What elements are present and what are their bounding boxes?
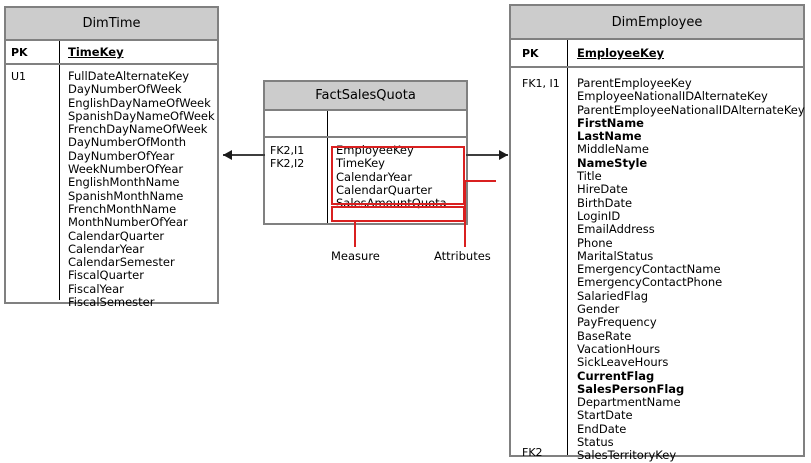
attribute-item: EmailAddress xyxy=(577,222,655,237)
attribute-item: StartDate xyxy=(577,408,633,423)
measure-leader-line xyxy=(354,222,356,247)
tag-list-dim-time: U1 xyxy=(11,70,59,83)
attribute-item: Gender xyxy=(577,302,620,317)
attribute-item: SpanishMonthName xyxy=(68,188,184,203)
relationship-arrow-time xyxy=(223,150,232,160)
attribute-item: FiscalQuarter xyxy=(68,268,144,283)
attribute-item: MonthNumberOfYear xyxy=(68,215,188,230)
key-tag-cell-dim-employee: PK xyxy=(511,40,568,66)
attributes-leader-vertical xyxy=(464,180,466,247)
attribute-item: CalendarSemester xyxy=(68,255,175,270)
entity-dim-time[interactable]: DimTime PK TimeKey U1 FullDateAlternateK… xyxy=(4,6,219,309)
attributes-highlight-box xyxy=(331,146,465,205)
relationship-line-employee xyxy=(466,154,508,156)
attribute-item: FullDateAlternateKey xyxy=(68,69,190,83)
entity-key-row-dim-employee: PK EmployeeKey xyxy=(511,40,803,68)
attribute-item: HireDate xyxy=(577,182,628,197)
attribute-item: EmployeeNationalIDAlternateKey xyxy=(577,89,768,104)
tag-column-dim-time: U1 xyxy=(6,65,60,300)
attribute-item: EmergencyContactName xyxy=(577,262,721,277)
tag-column-dim-employee: FK1, I1 FK2 xyxy=(511,68,568,459)
foreign-key-tag-dim-employee: FK2 xyxy=(522,446,543,459)
attribute-item: CalendarYear xyxy=(336,169,413,184)
attribute-item: EnglishDayNameOfWeek xyxy=(68,95,211,110)
key-tag-cell-dim-time: PK xyxy=(6,41,60,63)
key-tag-cell-fact-sales-quota xyxy=(265,111,328,136)
measure-highlight-box xyxy=(331,206,465,222)
attribute-item: SpanishDayNameOfWeek xyxy=(68,108,215,123)
attribute-item: MiddleName xyxy=(577,142,649,157)
entity-key-row-fact-sales-quota xyxy=(265,111,466,138)
tag-list-dim-employee: FK1, I1 xyxy=(522,77,567,90)
attributes-annotation-label: Attributes xyxy=(434,249,491,263)
attribute-item: WeekNumberOfYear xyxy=(68,162,184,177)
attribute-item: LastName xyxy=(577,129,642,144)
entity-title-dim-time: DimTime xyxy=(6,8,217,41)
key-tag-dim-time: PK xyxy=(11,45,28,59)
attribute-item: DayNumberOfMonth xyxy=(68,135,187,150)
attribute-item: Phone xyxy=(577,235,613,250)
key-name-cell-fact-sales-quota xyxy=(328,111,466,136)
key-name-dim-employee: EmployeeKey xyxy=(577,46,665,60)
key-tag-dim-employee: PK xyxy=(522,46,539,60)
attribute-item: SickLeaveHours xyxy=(577,355,669,370)
attribute-item: FiscalYear xyxy=(68,281,124,296)
attribute-item: VacationHours xyxy=(577,341,661,356)
attribute-item: BirthDate xyxy=(577,195,633,210)
key-name-cell-dim-time: TimeKey xyxy=(60,41,217,63)
entity-title-fact-sales-quota: FactSalesQuota xyxy=(265,82,466,111)
key-tag-item: FK2,I1 xyxy=(270,144,305,157)
attribute-item: EnglishMonthName xyxy=(68,175,180,190)
attribute-item: Status xyxy=(577,435,614,450)
measure-annotation-label: Measure xyxy=(331,249,380,263)
key-name-cell-dim-employee: EmployeeKey xyxy=(568,40,803,66)
attribute-item: LoginID xyxy=(577,208,621,223)
attribute-item: TimeKey xyxy=(336,156,385,171)
attribute-item: EndDate xyxy=(577,421,627,436)
attribute-item: CalendarYear xyxy=(68,241,145,256)
attribute-item: CalendarQuarter xyxy=(68,228,165,243)
entity-title-dim-employee: DimEmployee xyxy=(511,6,803,40)
attribute-item: CurrentFlag xyxy=(577,368,655,383)
key-tag-item: FK2,I2 xyxy=(270,157,305,171)
entity-key-row-dim-time: PK TimeKey xyxy=(6,41,217,65)
entity-dim-employee[interactable]: DimEmployee PK EmployeeKey FK1, I1 FK2 P… xyxy=(509,4,805,462)
attribute-item: ParentEmployeeKey xyxy=(577,76,692,90)
attribute-item: CalendarQuarter xyxy=(336,182,433,197)
attribute-item: FrenchDayNameOfWeek xyxy=(68,122,208,137)
attribute-item: DayNumberOfYear xyxy=(68,148,175,163)
attribute-item: FirstName xyxy=(577,115,644,130)
attribute-item: DepartmentName xyxy=(577,395,681,410)
attribute-item: BaseRate xyxy=(577,328,632,343)
attribute-item: FrenchMonthName xyxy=(68,201,177,216)
attribute-item: FiscalSemester xyxy=(68,295,155,310)
key-tag-item: FK1, I1 xyxy=(522,77,560,90)
attribute-item: PayFrequency xyxy=(577,315,657,330)
attribute-item: DayNumberOfWeek xyxy=(68,82,182,97)
key-name-dim-time: TimeKey xyxy=(68,45,124,59)
attribute-item: SalesTerritoryKey xyxy=(577,448,677,463)
attribute-item: MaritalStatus xyxy=(577,248,654,263)
attribute-item: ParentEmployeeNationalIDAlternateKey xyxy=(577,102,805,117)
attribute-item: EmergencyContactPhone xyxy=(577,275,723,290)
relationship-arrow-employee xyxy=(499,150,508,160)
attribute-item: SalariedFlag xyxy=(577,288,649,303)
attributes-leader-horizontal xyxy=(465,180,496,182)
attribute-item: NameStyle xyxy=(577,155,648,170)
relationship-line-time xyxy=(223,154,265,156)
key-tag-item: U1 xyxy=(11,70,27,83)
attribute-item: SalesPersonFlag xyxy=(577,381,685,396)
attribute-item: Title xyxy=(577,169,602,184)
